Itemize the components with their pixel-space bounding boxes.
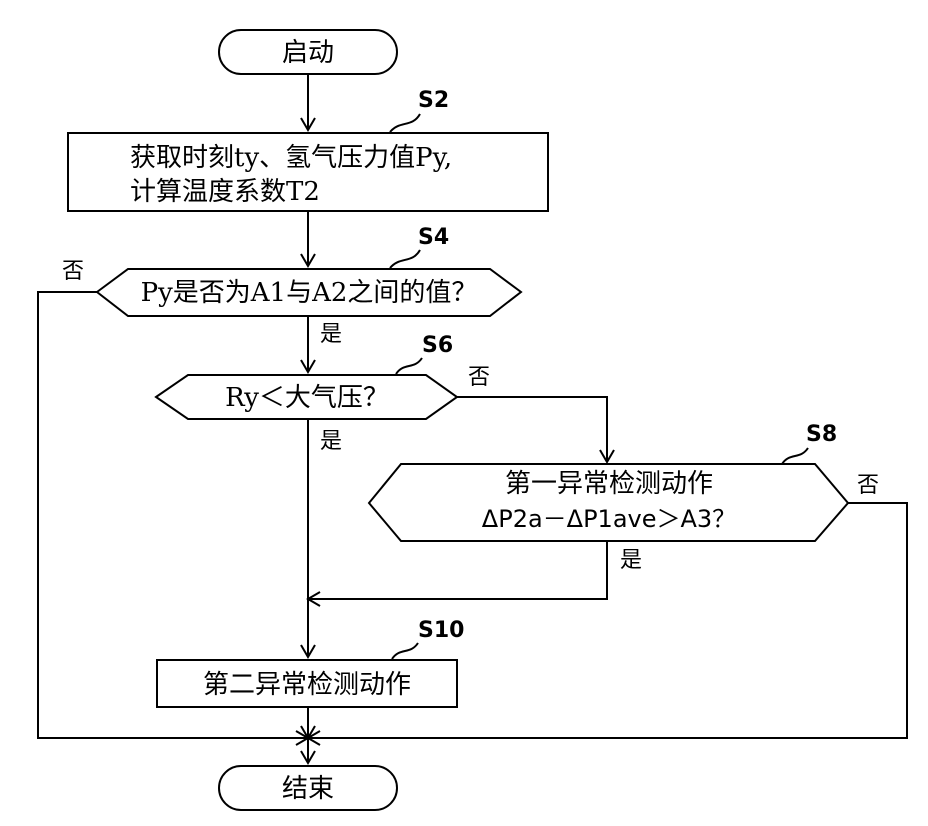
s2-line2: 计算温度系数T2 (130, 177, 320, 207)
s8-step-label: S8 (806, 422, 837, 447)
end-label: 结束 (282, 774, 334, 804)
s10-label: 第二异常检测动作 (203, 670, 411, 700)
s6-no-label: 否 (468, 365, 490, 390)
s2-line1: 获取时刻ty、氢气压力值Py, (130, 143, 452, 173)
s10-process-box: 第二异常检测动作 (157, 660, 457, 707)
s6-question: Ry＜大气压？ (225, 383, 389, 413)
s6-decision: Ry＜大气压？ (156, 375, 457, 419)
s6-step-callout (396, 358, 422, 374)
connector-s6-no (457, 397, 607, 462)
s8-yes-label: 是 (620, 548, 642, 573)
s4-step-callout (390, 250, 420, 268)
s6-yes-label: 是 (320, 429, 342, 454)
s8-line1: 第一异常检测动作 (505, 469, 713, 499)
s8-no-label: 否 (857, 473, 879, 498)
s10-step-label: S10 (418, 618, 464, 643)
s4-decision: Py是否为A1与A2之间的值？ (97, 269, 521, 316)
s4-no-label: 否 (62, 259, 84, 284)
s4-question: Py是否为A1与A2之间的值？ (141, 278, 478, 308)
start-node: 启动 (219, 30, 397, 74)
connector-s8-yes (308, 541, 607, 599)
s2-process-box: 获取时刻ty、氢气压力值Py, 计算温度系数T2 (68, 133, 548, 211)
s2-step-label: S2 (418, 88, 449, 113)
start-label: 启动 (282, 38, 334, 68)
s8-line2: ΔP2a－ΔP1ave＞A3？ (482, 505, 736, 533)
s4-step-label: S4 (418, 225, 449, 250)
s10-step-callout (392, 643, 418, 659)
end-node: 结束 (219, 766, 397, 810)
s4-yes-label: 是 (320, 322, 342, 347)
s8-step-callout (782, 448, 808, 464)
s2-step-callout (390, 114, 420, 132)
s6-step-label: S6 (422, 333, 453, 358)
s8-decision: 第一异常检测动作 ΔP2a－ΔP1ave＞A3？ (369, 464, 848, 541)
